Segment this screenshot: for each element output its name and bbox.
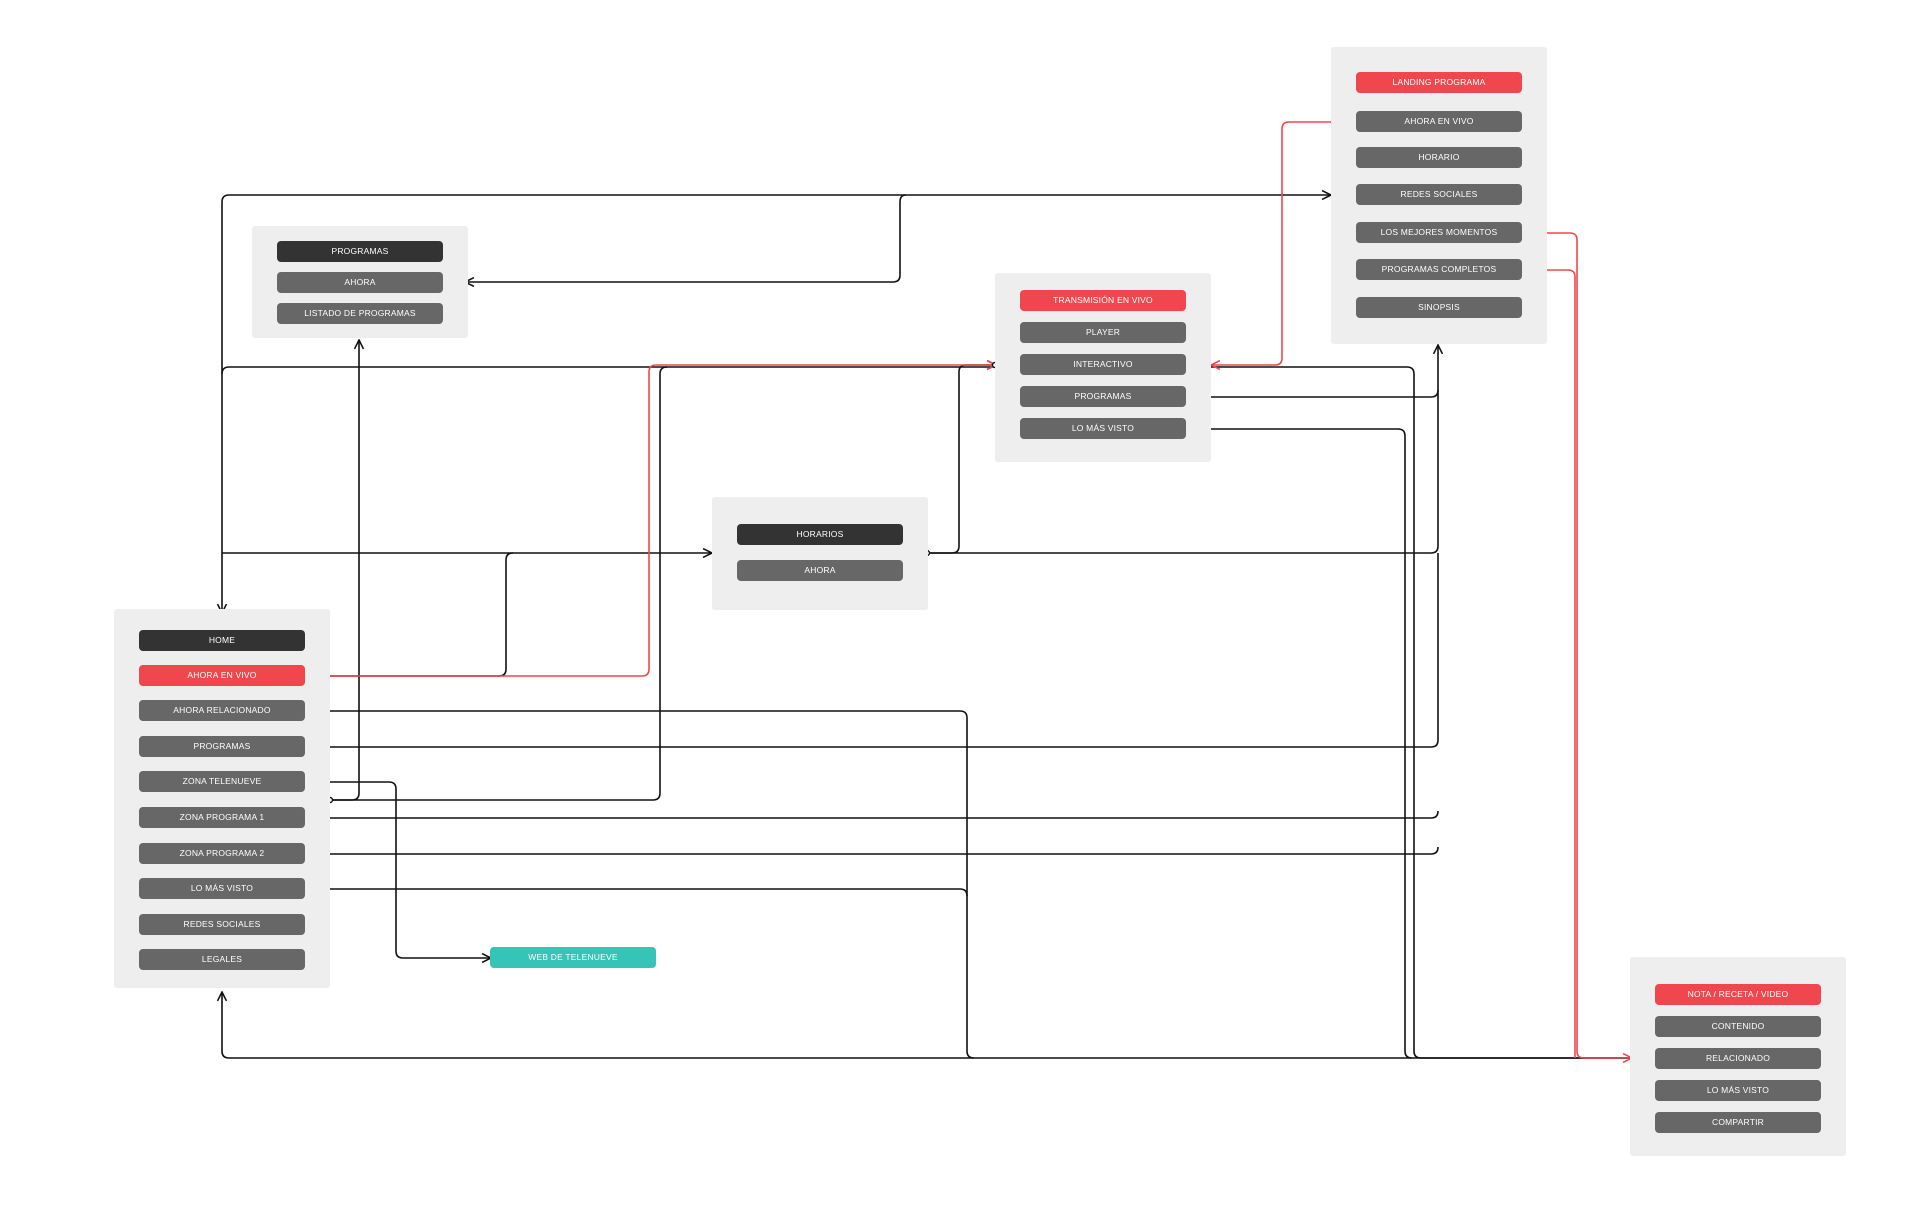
wire-bus-367 (221, 366, 1630, 1059)
node-legales[interactable]: LEGALES (139, 949, 305, 970)
group-landing-programa: LANDING PROGRAMA AHORA EN VIVO HORARIO R… (1331, 47, 1547, 344)
node-compartir[interactable]: COMPARTIR (1655, 1112, 1821, 1133)
node-landing-programa[interactable]: LANDING PROGRAMA (1356, 72, 1522, 93)
node-landing-redes-sociales[interactable]: REDES SOCIALES (1356, 184, 1522, 205)
wire-zona-telenueve-trans (330, 366, 668, 801)
group-home: HOME AHORA EN VIVO AHORA RELACIONADO PRO… (114, 609, 330, 988)
node-transmision-en-vivo[interactable]: TRANSMISIÓN EN VIVO (1020, 290, 1186, 311)
node-home-programas[interactable]: PROGRAMAS (139, 736, 305, 757)
node-nota-lo-mas-visto[interactable]: LO MÁS VISTO (1655, 1080, 1821, 1101)
group-transmision-en-vivo: TRANSMISIÓN EN VIVO PLAYER INTERACTIVO P… (995, 273, 1211, 462)
node-listado-de-programas[interactable]: LISTADO DE PROGRAMAS (277, 303, 443, 324)
wire-zona-programa-2 (306, 846, 1439, 855)
node-home-lo-mas-visto[interactable]: LO MÁS VISTO (139, 878, 305, 899)
node-home[interactable]: HOME (139, 630, 305, 651)
wire-zona-telenueve-web (306, 781, 491, 958)
wire-home-landing-top (222, 195, 1331, 613)
node-los-mejores-momentos[interactable]: LOS MEJORES MOMENTOS (1356, 222, 1522, 243)
node-ahora[interactable]: AHORA (277, 272, 443, 293)
wire-red-completos-nota (1522, 269, 1576, 1058)
node-interactivo[interactable]: INTERACTIVO (1020, 354, 1186, 375)
node-contenido[interactable]: CONTENIDO (1655, 1016, 1821, 1037)
group-programas: PROGRAMAS AHORA LISTADO DE PROGRAMAS (252, 226, 468, 338)
wire-horarios-to-landing (927, 345, 1438, 554)
wire-zona-programa-1 (306, 810, 1439, 819)
node-zona-telenueve[interactable]: ZONA TELENUEVE (139, 771, 305, 792)
node-home-ahora-en-vivo[interactable]: AHORA EN VIVO (139, 665, 305, 686)
node-relacionado[interactable]: RELACIONADO (1655, 1048, 1821, 1069)
node-nota-receta-video[interactable]: NOTA / RECETA / VIDEO (1655, 984, 1821, 1005)
wire-ahora-vivo-to-horarios (300, 552, 514, 677)
wire-horarios-to-interactivo (927, 365, 996, 554)
node-horario[interactable]: HORARIO (1356, 147, 1522, 168)
group-horarios: HORARIOS AHORA (712, 497, 928, 610)
node-zona-programa-1[interactable]: ZONA PROGRAMA 1 (139, 807, 305, 828)
node-trans-lo-mas-visto[interactable]: LO MÁS VISTO (1020, 418, 1186, 439)
wire-zona-telenueve-programas (330, 340, 359, 801)
wire-red-home-vivo-trans (306, 365, 996, 677)
node-home-redes-sociales[interactable]: REDES SOCIALES (139, 914, 305, 935)
node-trans-programas[interactable]: PROGRAMAS (1020, 386, 1186, 407)
node-ahora-relacionado[interactable]: AHORA RELACIONADO (139, 700, 305, 721)
node-horarios-ahora[interactable]: AHORA (737, 560, 903, 581)
node-zona-programa-2[interactable]: ZONA PROGRAMA 2 (139, 843, 305, 864)
node-web-de-telenueve[interactable]: WEB DE TELENUEVE (490, 947, 656, 968)
wire-red-landing-vivo-trans (1211, 121, 1356, 365)
group-nota-receta-video: NOTA / RECETA / VIDEO CONTENIDO RELACION… (1630, 957, 1846, 1156)
wire-home-masvisto (306, 888, 968, 897)
node-horarios[interactable]: HORARIOS (737, 524, 903, 545)
wire-bus-to-programas (465, 194, 907, 282)
wire-trans-masvisto-nota (1185, 428, 1413, 1059)
wire-red-momentos-nota (1522, 232, 1632, 1058)
wire-trans-programas-landing (1185, 389, 1439, 398)
node-programas-completos[interactable]: PROGRAMAS COMPLETOS (1356, 259, 1522, 280)
wire-ahora-relacionado (306, 710, 975, 1059)
node-landing-ahora-en-vivo[interactable]: AHORA EN VIVO (1356, 111, 1522, 132)
wire-home-programas (306, 553, 1439, 748)
node-player[interactable]: PLAYER (1020, 322, 1186, 343)
node-sinopsis[interactable]: SINOPSIS (1356, 297, 1522, 318)
node-programas[interactable]: PROGRAMAS (277, 241, 443, 262)
wire-bottom-return-home (222, 992, 1630, 1059)
